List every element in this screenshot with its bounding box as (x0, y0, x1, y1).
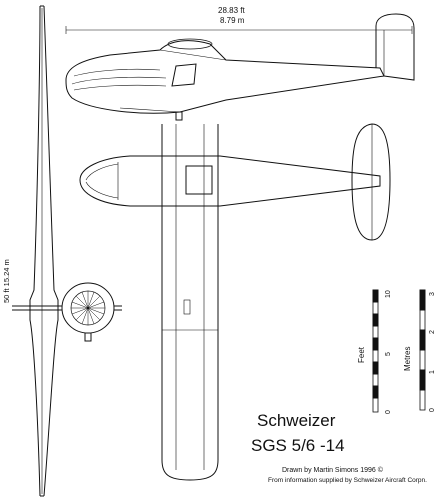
feet-scale-label: Feet (357, 346, 366, 363)
plan-view (79, 123, 391, 481)
metres-scale-label: Metres (403, 346, 412, 371)
feet-tick-label: 5 (385, 352, 392, 356)
side-view-canopy-window (171, 63, 197, 87)
side-view-fuselage-outline (65, 40, 385, 114)
feet-scale-bar (372, 289, 379, 413)
drawing-title-model: SGS 5/6 -14 (251, 436, 345, 455)
front-view-nose-ribs (71, 291, 105, 325)
front-view-wing-left-edge (29, 5, 41, 497)
front-view-wheel (84, 332, 92, 342)
drawing-title-maker: Schweizer (257, 411, 336, 430)
metres-tick-label: 1 (429, 370, 436, 374)
length-metres-label: 8.79 m (220, 16, 245, 25)
wingspan-label: 50 ft 15.24 m (2, 259, 11, 303)
metres-tick-label: 0 (429, 408, 436, 412)
plan-view-cockpit (185, 165, 213, 195)
metres-tick-label: 3 (429, 292, 436, 296)
metres-scale-bar (419, 289, 426, 411)
drawn-by-credit: Drawn by Martin Simons 1996 © (282, 467, 383, 474)
feet-tick-label: 10 (385, 290, 392, 298)
side-view (65, 13, 415, 121)
feet-tick-label: 0 (385, 410, 392, 414)
scale-bars (372, 289, 426, 413)
plan-view-tailplane (351, 123, 391, 241)
plan-view-wing-outline (161, 124, 219, 481)
side-view-wing-root (167, 38, 213, 50)
side-view-wheel (175, 111, 183, 121)
side-view-fin (375, 13, 415, 81)
front-view-wing-right-edge (43, 5, 59, 497)
front-view (12, 5, 122, 497)
length-feet-label: 28.83 ft (218, 6, 245, 15)
plan-view-spoiler (183, 299, 191, 315)
metres-tick-label: 2 (429, 330, 436, 334)
source-credit: From information supplied by Schweizer A… (268, 477, 427, 484)
plan-view-fuselage-outline (79, 155, 381, 207)
